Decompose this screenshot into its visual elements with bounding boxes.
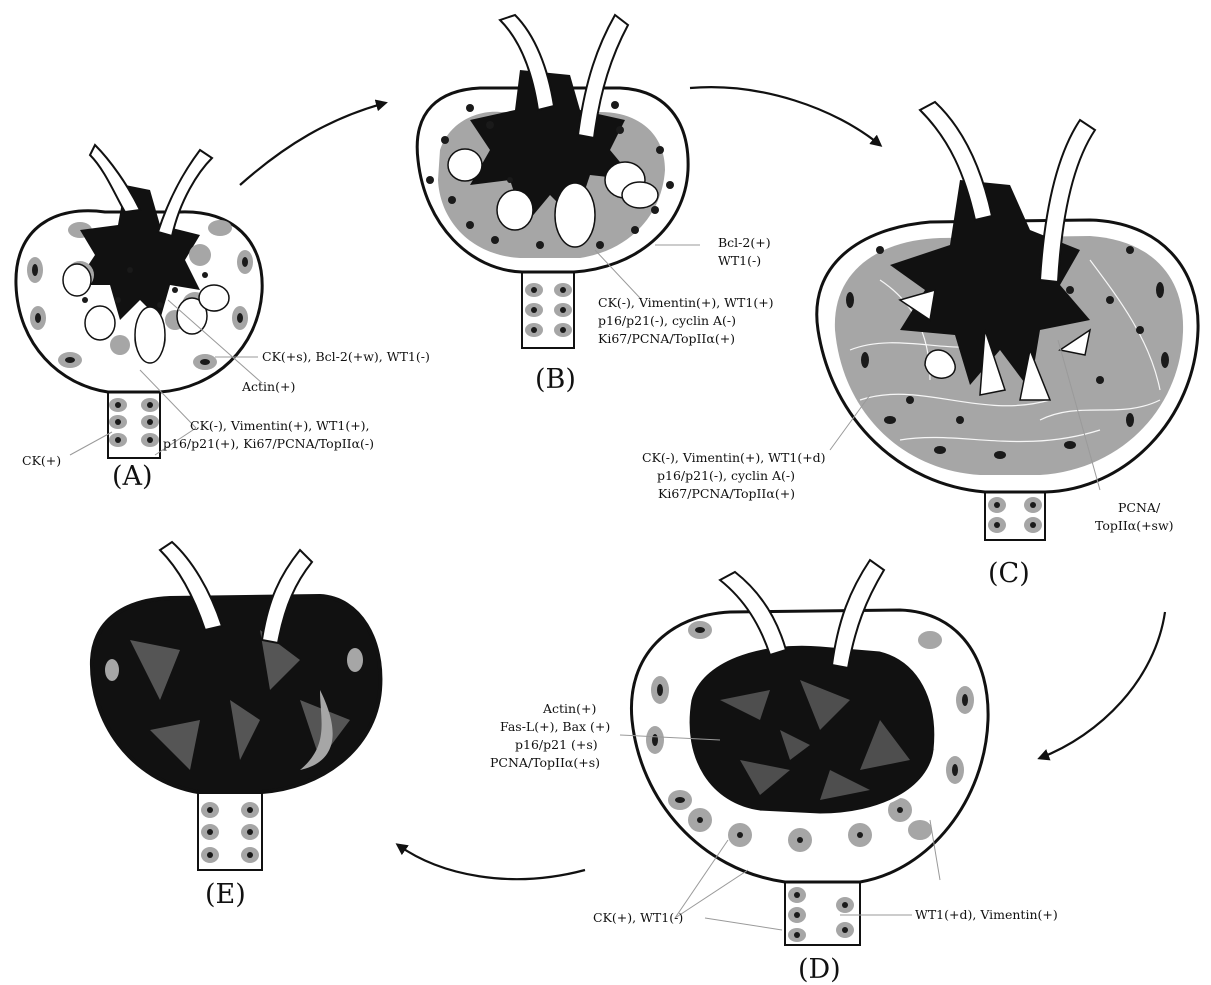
annotation-c-pcna: PCNA/ — [1118, 500, 1161, 515]
annotation-a-ck: CK(+) — [22, 453, 61, 468]
annotation-d-fasl-bax: Fas-L(+), Bax (+) — [500, 719, 610, 734]
annotation-b-ki67: Ki67/PCNA/TopIIα(+) — [598, 331, 735, 346]
annotation-c-topii: TopIIα(+sw) — [1095, 518, 1174, 533]
panel-label-c: (C) — [988, 558, 1030, 589]
panel-label-b: (B) — [535, 364, 576, 395]
annotation-c-ki67: Ki67/PCNA/TopIIα(+) — [658, 486, 795, 501]
annotations-e: (E) — [205, 879, 246, 910]
annotation-b-wt1: WT1(-) — [718, 253, 761, 268]
annotation-a-p16-ki67-line2: p16/p21(+), Ki67/PCNA/TopIIα(-) — [163, 436, 374, 451]
panel-label-d: (D) — [798, 954, 841, 985]
annotation-d-ck-wt1: CK(+), WT1(-) — [593, 910, 683, 925]
annotation-d-wt1-vimentin: WT1(+d), Vimentin(+) — [915, 907, 1058, 922]
annotation-c-ck-vimentin: CK(-), Vimentin(+), WT1(+d) — [642, 450, 826, 465]
panel-label-e: (E) — [205, 879, 246, 910]
annotation-c-p16-cyclin: p16/p21(-), cyclin A(-) — [657, 468, 795, 483]
arrow-b-to-c — [690, 87, 880, 145]
annotation-b-ck-vimentin: CK(-), Vimentin(+), WT1(+) — [598, 295, 774, 310]
arrow-a-to-b — [240, 103, 385, 185]
annotation-a-actin: Actin(+) — [241, 379, 295, 394]
annotation-d-actin: Actin(+) — [542, 701, 596, 716]
annotation-b-bcl2: Bcl-2(+) — [718, 235, 771, 250]
annotation-b-p16-cyclin: p16/p21(-), cyclin A(-) — [598, 313, 736, 328]
annotation-d-p16: p16/p21 (+s) — [515, 737, 598, 752]
annotation-a-ck-bcl2-wt1: CK(+s), Bcl-2(+w), WT1(-) — [262, 349, 430, 364]
arrow-c-to-d — [1040, 612, 1165, 758]
glomerulus-d — [631, 560, 988, 945]
annotation-a-ck-vimentin-line1: CK(-), Vimentin(+), WT1(+), — [190, 418, 370, 433]
glomerulus-a — [16, 145, 262, 458]
arrow-d-to-e — [398, 845, 585, 879]
panel-label-a: (A) — [112, 461, 153, 492]
glomerulus-c — [817, 102, 1198, 540]
glomerulus-e — [92, 542, 381, 870]
annotation-d-pcna: PCNA/TopIIα(+s) — [490, 755, 600, 770]
